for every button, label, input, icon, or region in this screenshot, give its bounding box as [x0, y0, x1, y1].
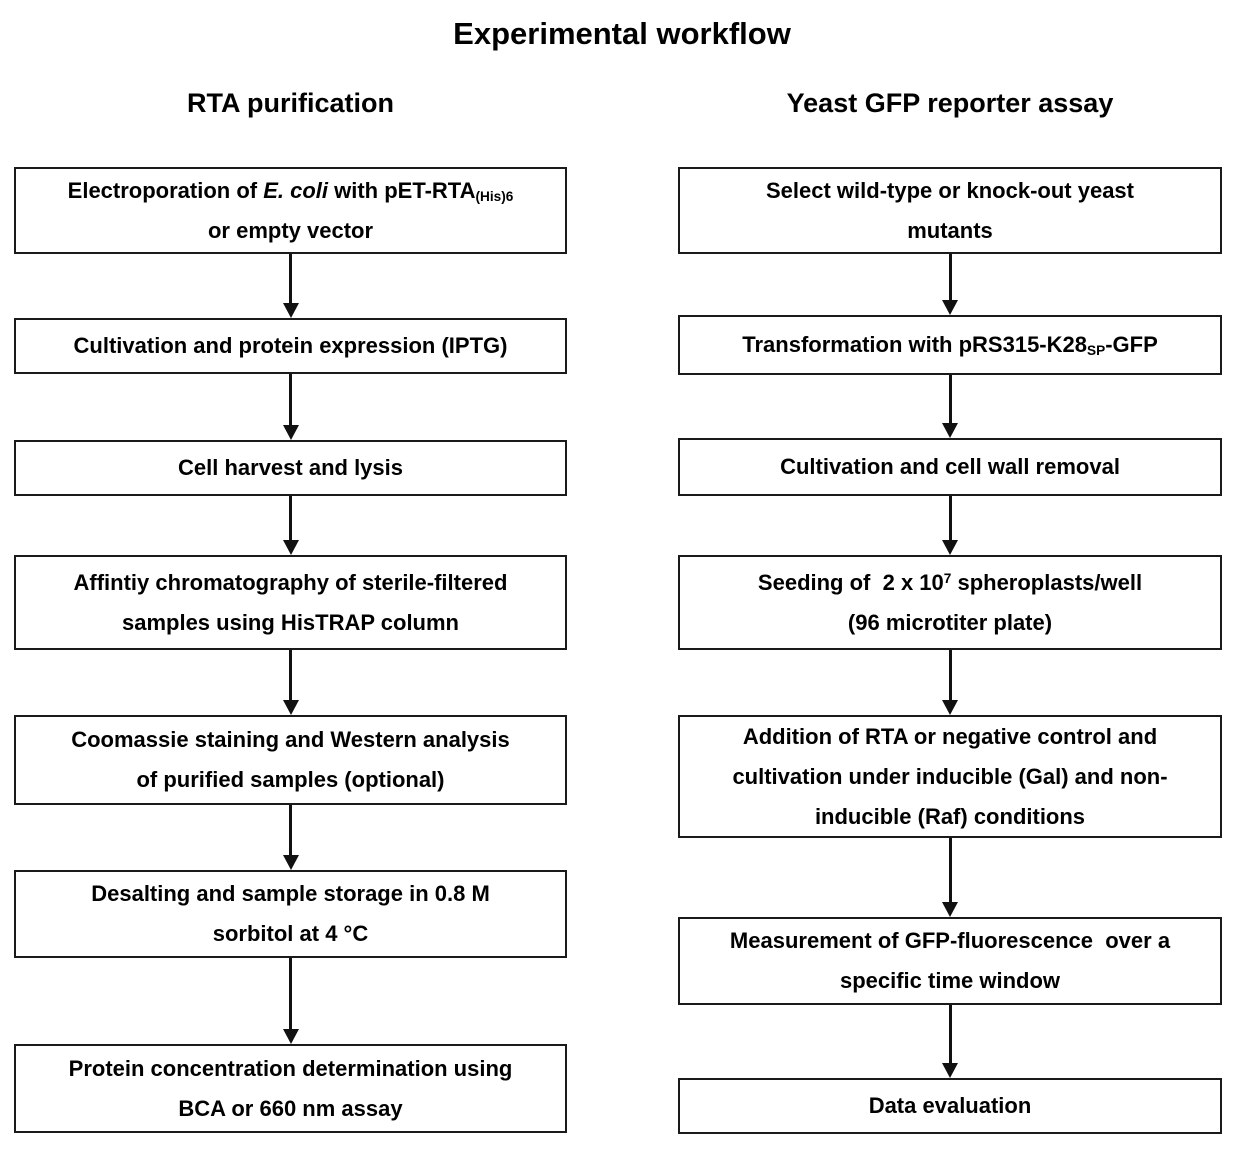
flow-box: Desalting and sample storage in 0.8 M sor…: [14, 870, 567, 958]
down-arrow: [289, 254, 292, 303]
box-text-line: sorbitol at 4 °C: [212, 921, 369, 946]
page-title: Experimental workflow: [453, 16, 791, 51]
flow-box: Cell harvest and lysis: [14, 440, 567, 496]
box-text-line: cultivation under inducible (Gal) and no…: [732, 763, 1168, 789]
down-arrow: [289, 958, 292, 1029]
flow-box: Protein concentration determination usin…: [14, 1044, 567, 1133]
box-text-line: Cultivation and cell wall removal: [780, 454, 1120, 479]
box-text-line: or empty vector: [207, 217, 374, 243]
down-arrow: [948, 838, 952, 902]
box-text-line: Seeding of 2 x 107 spheroplasts/well: [757, 569, 1143, 595]
box-text-line: of purified samples (optional): [136, 767, 445, 792]
down-arrow: [948, 1005, 952, 1063]
box-text-line: BCA or 660 nm assay: [178, 1095, 403, 1121]
box-text-line: Electroporation of E. coli with pET-RTA(…: [67, 177, 514, 204]
box-text-line: Coomassie staining and Western analysis: [71, 727, 510, 752]
down-arrow: [948, 650, 952, 700]
box-text-line: Select wild-type or knock-out yeast: [766, 177, 1134, 203]
flow-box: Select wild-type or knock-out yeast mutan…: [678, 167, 1222, 254]
flow-box: Cultivation and protein expression (IPTG…: [14, 318, 567, 374]
box-text-line: Measurement of GFP-fluorescence over a: [729, 928, 1171, 953]
box-text-line: Protein concentration determination usin…: [68, 1055, 513, 1081]
box-text-line: (96 microtiter plate): [847, 609, 1053, 635]
box-text-line: Addition of RTA or negative control and: [742, 723, 1158, 749]
flow-box: Measurement of GFP-fluorescence over a sp…: [678, 917, 1222, 1005]
box-text-line: Transformation with pRS315-K28SP-GFP: [742, 332, 1158, 359]
down-arrow: [289, 374, 292, 425]
down-arrow: [948, 375, 952, 423]
flow-box: Affintiy chromatography of sterile-filte…: [14, 555, 567, 650]
column-header-rta-purification: RTA purification: [187, 88, 394, 118]
down-arrow: [948, 496, 952, 540]
box-text-line: mutants: [907, 217, 993, 243]
down-arrow: [289, 805, 292, 855]
down-arrow: [948, 254, 952, 300]
box-text-line: Data evaluation: [868, 1093, 1032, 1118]
flow-box: Data evaluation: [678, 1078, 1222, 1134]
box-text-line: Cell harvest and lysis: [178, 455, 403, 480]
column-header-yeast-gfp-assay: Yeast GFP reporter assay: [786, 88, 1114, 118]
box-text-line: inducible (Raf) conditions: [814, 803, 1086, 829]
down-arrow: [289, 496, 292, 540]
box-text-line: Cultivation and protein expression (IPTG…: [73, 333, 508, 358]
flow-box: Addition of RTA or negative control and c…: [678, 715, 1222, 838]
down-arrow: [289, 650, 292, 700]
flow-box: Transformation with pRS315-K28SP-GFP: [678, 315, 1222, 375]
box-text-line: samples using HisTRAP column: [121, 609, 459, 635]
flow-box: Seeding of 2 x 107 spheroplasts/well (96 …: [678, 555, 1222, 650]
box-text-line: Desalting and sample storage in 0.8 M: [91, 881, 490, 906]
flow-box: Electroporation of E. coli with pET-RTA(…: [14, 167, 567, 254]
flow-box: Coomassie staining and Western analysis o…: [14, 715, 567, 805]
flow-box: Cultivation and cell wall removal: [678, 438, 1222, 496]
box-text-line: specific time window: [839, 968, 1061, 993]
box-text-line: Affintiy chromatography of sterile-filte…: [73, 569, 508, 595]
